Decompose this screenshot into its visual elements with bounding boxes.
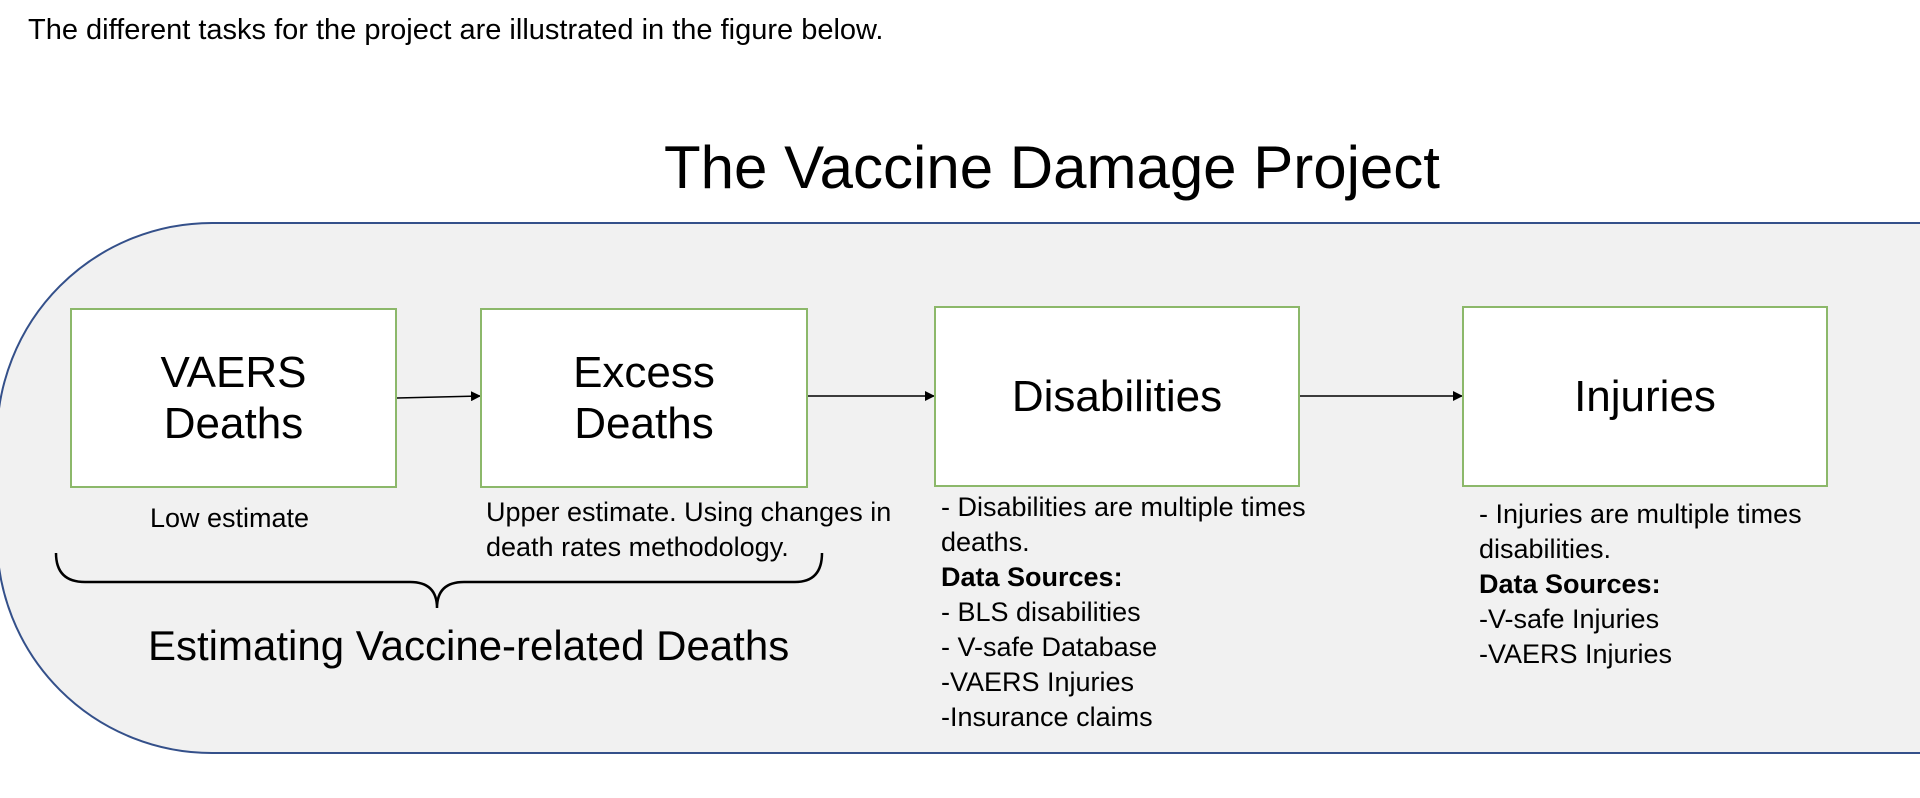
injuries-source-item: -VAERS Injuries — [1479, 639, 1673, 669]
excess-note-line2: death rates methodology. — [486, 532, 789, 562]
vaers-deaths-label-line1: VAERS — [160, 347, 307, 397]
excess-deaths-box: Excess Deaths — [480, 308, 808, 488]
injuries-sources-heading: Data Sources: — [1479, 569, 1661, 599]
injuries-note: - Injuries are multiple times disabiliti… — [1479, 497, 1802, 672]
disabilities-note-line2: deaths. — [941, 527, 1030, 557]
disabilities-note-line1: - Disabilities are multiple times — [941, 492, 1306, 522]
disabilities-source-item: - BLS disabilities — [941, 597, 1141, 627]
excess-note-line1: Upper estimate. Using changes in — [486, 497, 892, 527]
excess-deaths-label-line2: Deaths — [574, 399, 714, 448]
injuries-note-line1: - Injuries are multiple times — [1479, 499, 1802, 529]
excess-note: Upper estimate. Using changes in death r… — [486, 495, 891, 565]
arrow-vaers-to-excess — [396, 391, 481, 402]
brace-label: Estimating Vaccine-related Deaths — [148, 622, 790, 669]
disabilities-source-item: - V-safe Database — [941, 632, 1158, 662]
disabilities-note: - Disabilities are multiple times deaths… — [941, 490, 1306, 735]
excess-deaths-label-line1: Excess — [573, 347, 715, 397]
disabilities-box: Disabilities — [934, 306, 1300, 487]
injuries-label: Injuries — [1574, 371, 1716, 421]
curly-brace — [54, 552, 824, 609]
vaers-deaths-box: VAERS Deaths — [70, 308, 397, 488]
injuries-box: Injuries — [1462, 306, 1828, 487]
injuries-source-item: -V-safe Injuries — [1479, 604, 1660, 634]
vaers-note: Low estimate — [150, 503, 310, 533]
injuries-note-line2: disabilities. — [1479, 534, 1612, 564]
disabilities-source-item: -Insurance claims — [941, 702, 1153, 732]
disabilities-source-item: -VAERS Injuries — [941, 667, 1135, 697]
vaers-deaths-label-line2: Deaths — [163, 399, 304, 448]
diagram-title: The Vaccine Damage Project — [664, 134, 1440, 201]
disabilities-sources-heading: Data Sources: — [941, 562, 1123, 592]
intro-text: The different tasks for the project are … — [28, 14, 884, 46]
disabilities-label: Disabilities — [1011, 371, 1223, 421]
